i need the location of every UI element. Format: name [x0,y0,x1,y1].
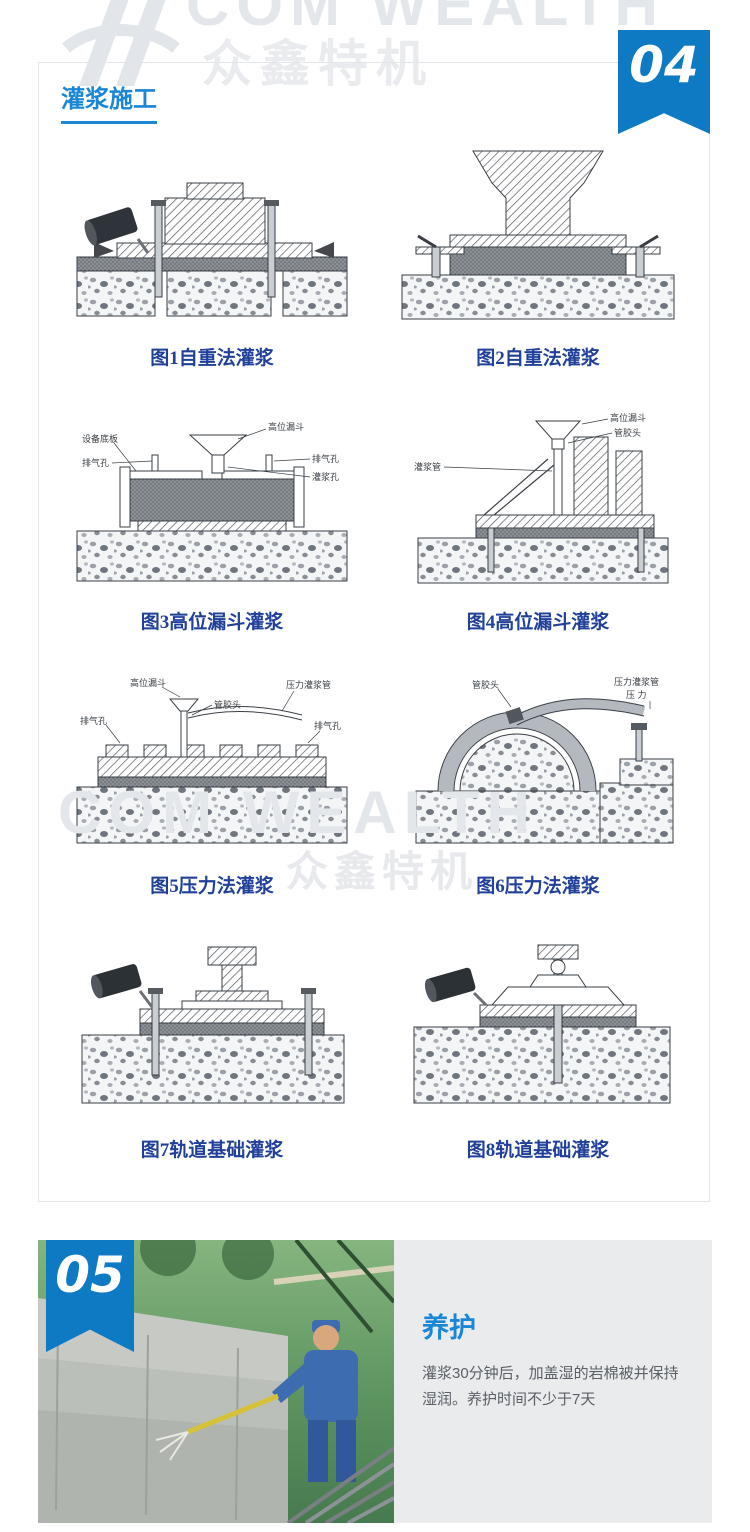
figure-2-caption: 图2自重法灌浆 [476,348,600,369]
figure-3-caption: 图3高位漏斗灌浆 [140,612,284,633]
section-05-badge-number: 05 [55,1246,125,1304]
figure-1: 图1自重法灌浆 [49,143,375,393]
figure-8: 图8轨道基础灌浆 [375,935,701,1185]
diagram-label: 排气孔 [82,457,109,468]
diagram-label: 高位漏斗 [268,421,304,432]
diagram-label: 灌浆孔 [312,471,339,482]
diagram-label: 排气孔 [80,715,107,726]
curing-photo [38,1240,394,1523]
figure-7-diagram [81,946,345,1104]
figure-5-diagram: 高位漏斗 压力灌浆管 管胶头 排气孔 排气孔 [76,677,348,844]
figure-4: 高位漏斗 管胶头 灌浆管 图4高位漏斗灌浆 [375,407,701,657]
diagram-label: 管胶头 [214,699,241,710]
figure-2-diagram [401,150,675,320]
grouting-section-card: 灌浆施工 [38,62,710,1202]
figure-5-caption: 图5压力法灌浆 [150,876,274,897]
figure-3: 高位漏斗 设备底板 排气孔 排气孔 灌浆孔 图3高位漏斗灌浆 [49,407,375,657]
figure-5: 高位漏斗 压力灌浆管 管胶头 排气孔 排气孔 图5压力法灌浆 [49,671,375,921]
section-04-badge-number: 04 [629,36,699,94]
figure-7-caption: 图7轨道基础灌浆 [140,1140,284,1161]
figure-6-caption: 图6压力法灌浆 [476,876,600,897]
diagram-label: 高位漏斗 [130,677,166,688]
figure-1-diagram [76,182,348,317]
figure-grid: 图1自重法灌浆 图2自重法灌浆 [49,143,701,1185]
brand-watermark-text: COM WEALTH [186,0,665,38]
diagram-label: 排气孔 [314,720,341,731]
diagram-label: 排气孔 [312,453,339,464]
section-title-curing: 养护 [422,1313,476,1343]
figure-6: 管胶头 压力灌浆管 压 力 图6压力法灌浆 [375,671,701,921]
diagram-label: 设备底板 [82,433,118,444]
curing-panel: 养护 灌浆30分钟后，加盖湿的岩棉被并保持湿润。养护时间不少于7天 [394,1240,712,1523]
figure-3-diagram: 高位漏斗 设备底板 排气孔 排气孔 灌浆孔 [76,421,348,582]
figure-4-caption: 图4高位漏斗灌浆 [466,612,610,633]
section-title-grouting: 灌浆施工 [61,79,157,124]
diagram-label: 灌浆管 [414,461,441,472]
figure-2: 图2自重法灌浆 [375,143,701,393]
diagram-label: 压力灌浆管 [614,676,659,687]
diagram-label: 管胶头 [472,679,499,690]
diagram-label: 高位漏斗 [610,412,646,423]
figure-6-diagram: 管胶头 压力灌浆管 压 力 [415,676,674,844]
figure-1-caption: 图1自重法灌浆 [150,348,274,369]
diagram-label: 压力灌浆管 [286,679,331,690]
figure-4-diagram: 高位漏斗 管胶头 灌浆管 [414,412,669,584]
curing-description: 灌浆30分钟后，加盖湿的岩棉被并保持湿润。养护时间不少于7天 [422,1365,679,1409]
figure-8-caption: 图8轨道基础灌浆 [466,1140,610,1161]
diagram-label: 压 力 [626,689,647,700]
diagram-label: 管胶头 [614,427,641,438]
figure-8-diagram [413,944,671,1104]
figure-7: 图7轨道基础灌浆 [49,935,375,1185]
